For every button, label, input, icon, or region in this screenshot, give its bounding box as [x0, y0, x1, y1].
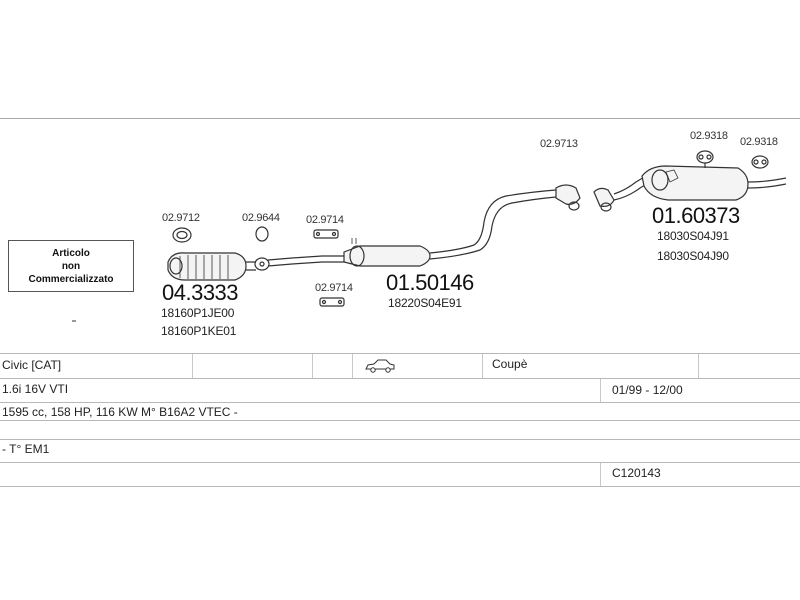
gasket-icon — [255, 226, 269, 242]
part-number-gasket2[interactable]: 02.9644 — [242, 212, 280, 224]
rubber-hanger-icon — [751, 155, 769, 169]
table-column-divider — [192, 354, 193, 378]
rear-silencer-oe-1: 18030S04J91 — [657, 229, 729, 243]
vehicle-years: 01/99 - 12/00 — [612, 383, 683, 397]
table-column-divider — [312, 354, 313, 378]
rear-silencer-oe-2: 18030S04J90 — [657, 249, 729, 263]
table-top-border — [0, 353, 800, 354]
table-column-divider — [352, 354, 353, 378]
gasket-icon — [172, 227, 192, 243]
not-available-box: Articolo non Commercializzato — [8, 240, 134, 292]
top-border — [0, 118, 800, 119]
middle-silencer-oe: 18220S04E91 — [388, 296, 462, 310]
table-divider — [0, 402, 800, 403]
table-divider — [0, 420, 800, 421]
middle-silencer-icon — [343, 238, 431, 267]
vehicle-ref: C120143 — [612, 466, 661, 480]
not-available-line3: Commercializzato — [28, 273, 114, 285]
table-column-divider — [600, 379, 601, 402]
catalyst-code[interactable]: 04.3333 — [162, 280, 239, 305]
rubber-hanger-icon — [696, 150, 714, 168]
catalyst-icon — [167, 252, 256, 281]
table-column-divider — [698, 354, 699, 378]
table-column-divider — [600, 463, 601, 486]
rear-silencer-code[interactable]: 01.60373 — [652, 203, 740, 228]
part-number-bracket2[interactable]: 02.9714 — [315, 282, 353, 294]
part-number-bracket1[interactable]: 02.9714 — [306, 214, 344, 226]
vehicle-type: - T° EM1 — [2, 442, 50, 456]
vehicle-engine: 1.6i 16V VTI — [2, 382, 69, 396]
car-icon — [365, 359, 395, 373]
rear-silencer-icon — [641, 165, 749, 201]
vehicle-model: Civic [CAT] — [2, 358, 62, 372]
table-bottom-border — [0, 486, 800, 487]
exhaust-diagram — [72, 150, 787, 322]
part-number-gasket1[interactable]: 02.9712 — [162, 212, 200, 224]
part-number-hanger1[interactable]: 02.9318 — [690, 130, 728, 142]
table-divider — [0, 439, 800, 440]
table-divider — [0, 378, 800, 379]
not-available-line2: non — [61, 260, 81, 272]
vehicle-body: Coupè — [492, 357, 528, 371]
part-number-clamp[interactable]: 02.9713 — [540, 138, 578, 150]
clamp-icon — [555, 184, 581, 205]
bracket-icon — [319, 297, 345, 307]
part-number-hanger2[interactable]: 02.9318 — [740, 136, 778, 148]
vehicle-spec: 1595 cc, 158 HP, 116 KW M° B16A2 VTEC - — [2, 405, 238, 419]
middle-silencer-code[interactable]: 01.50146 — [386, 270, 474, 295]
catalyst-oe-2: 18160P1KE01 — [161, 324, 237, 338]
table-column-divider — [482, 354, 483, 378]
not-available-line1: Articolo — [52, 247, 90, 259]
bracket-icon — [313, 229, 339, 239]
table-divider — [0, 462, 800, 463]
catalyst-oe-1: 18160P1JE00 — [161, 306, 235, 320]
